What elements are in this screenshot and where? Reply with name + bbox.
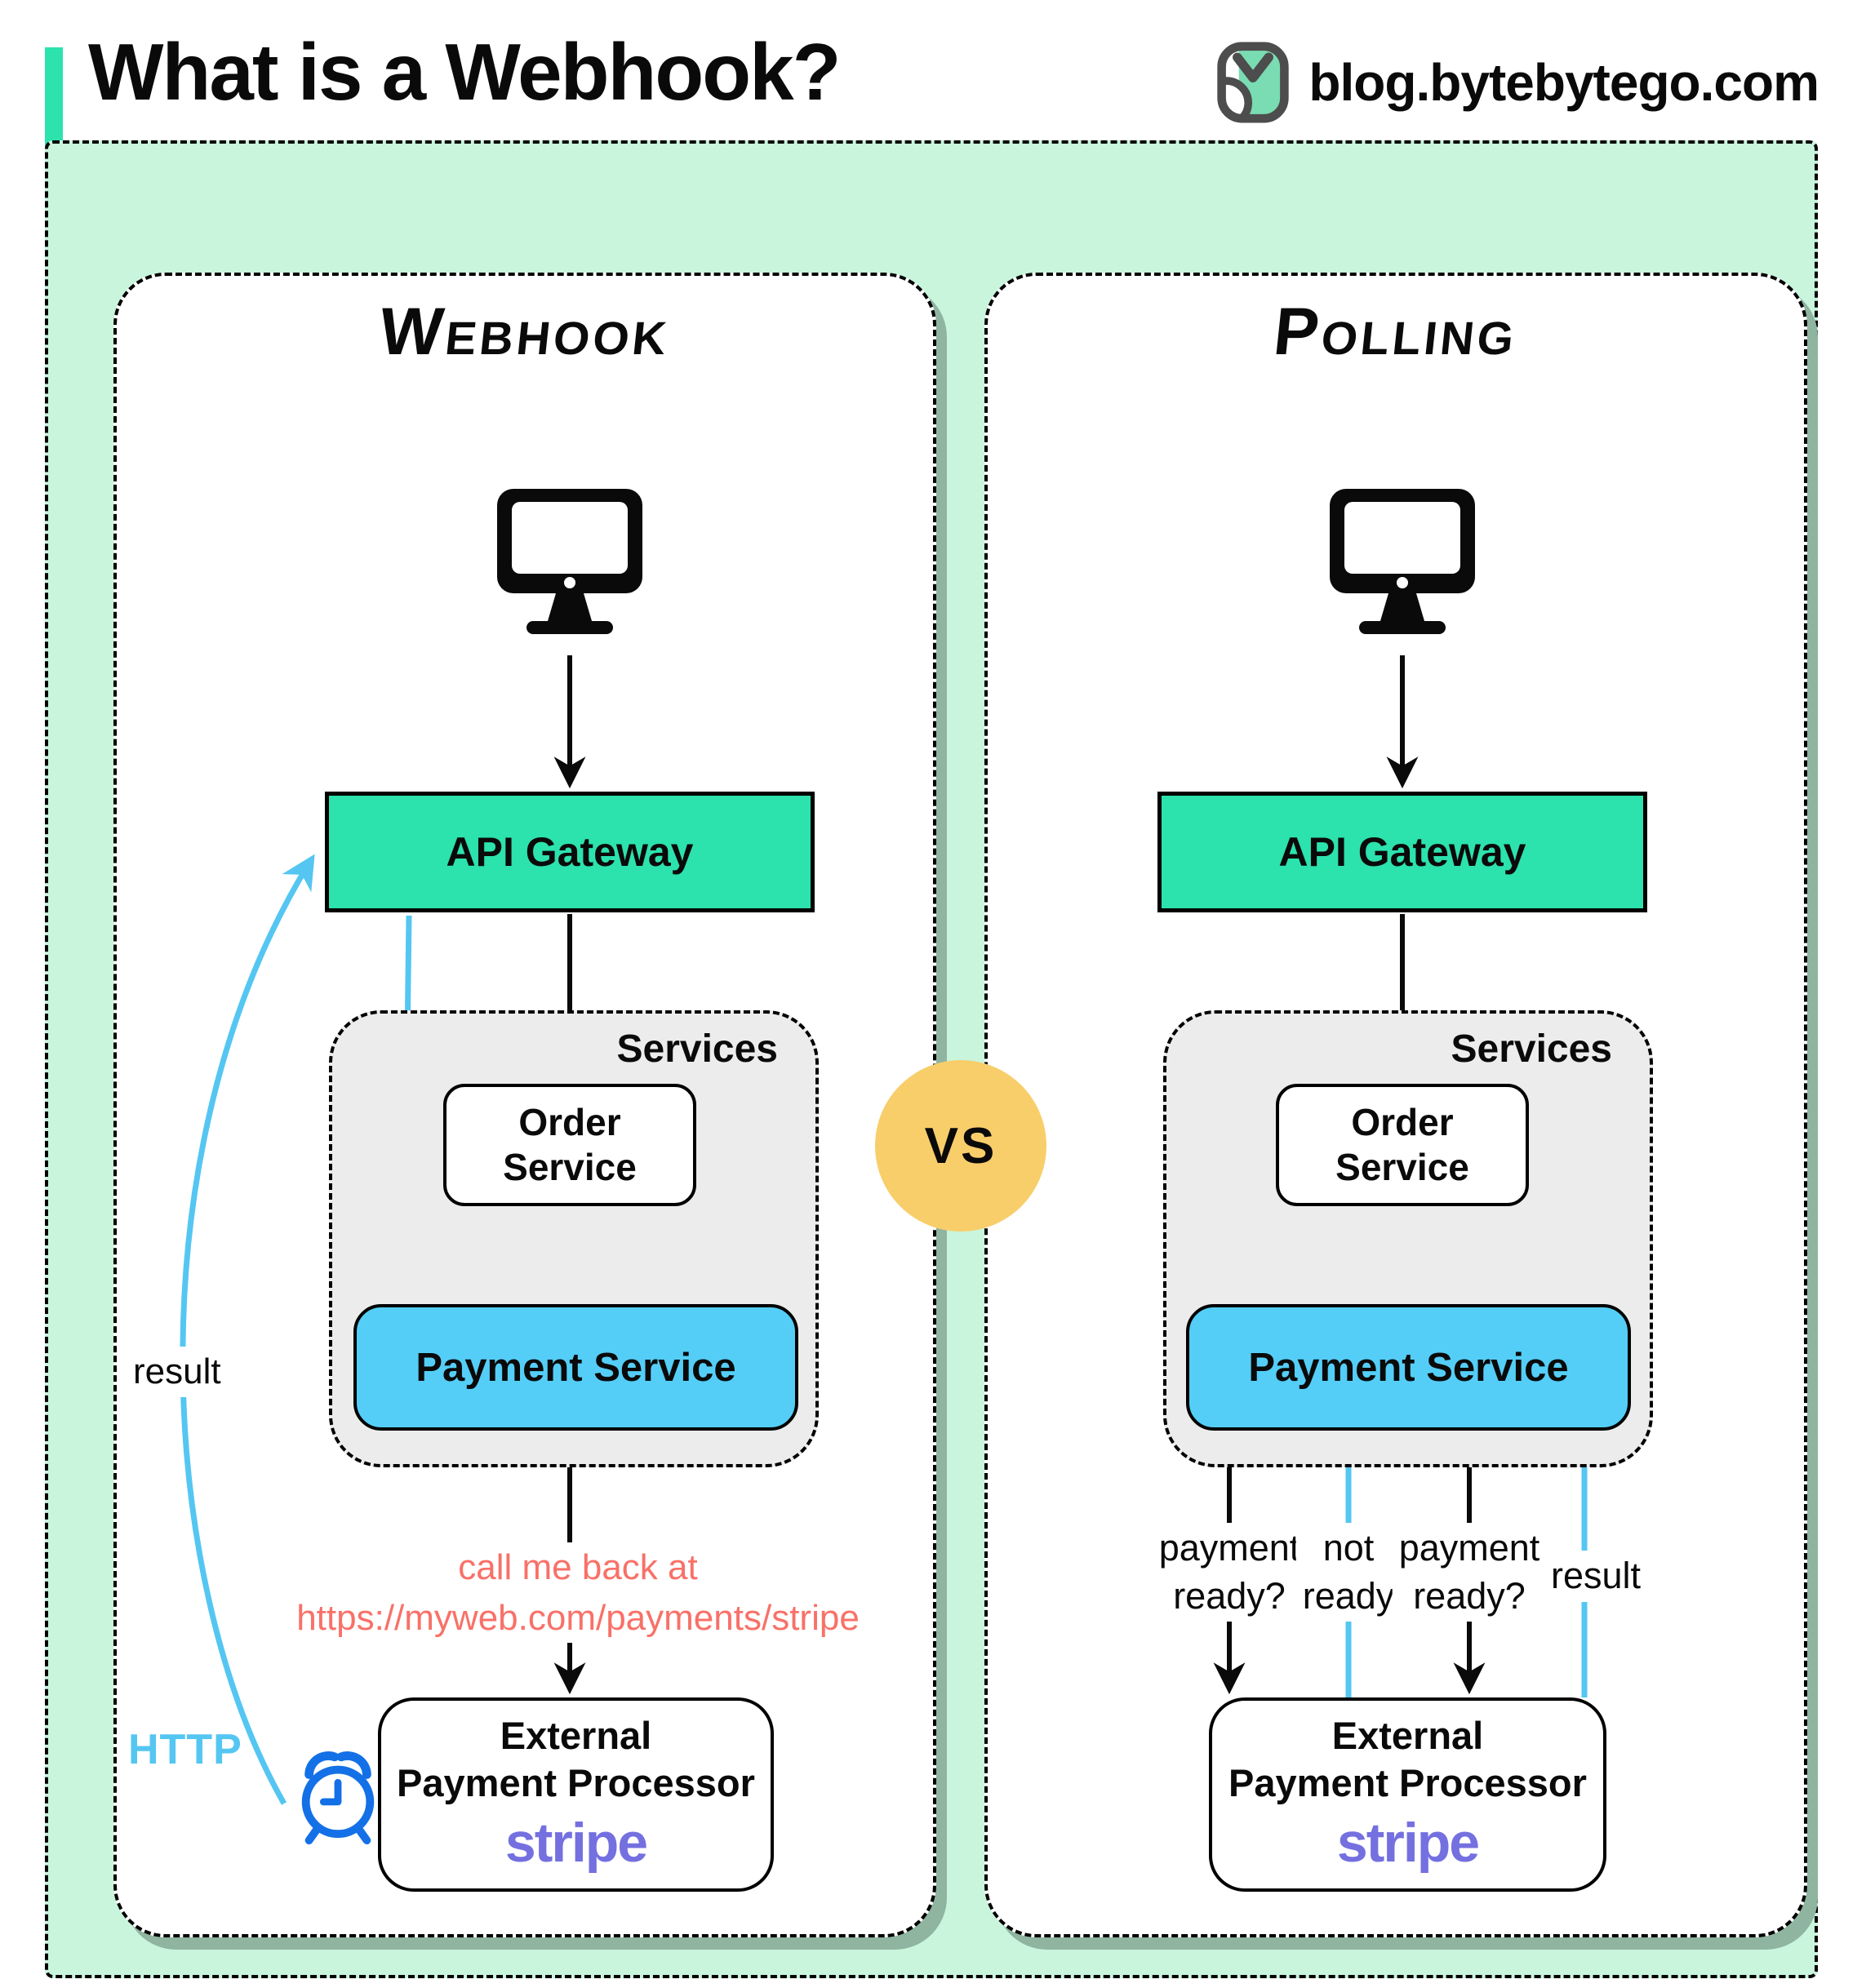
- vs-badge: VS: [875, 1060, 1046, 1231]
- panel-webhook: Webhook API Gatew: [113, 273, 936, 1937]
- external-line1: External: [1331, 1714, 1484, 1758]
- webhook-panel-title: Webhook: [375, 295, 674, 369]
- panel-polling: Polling AP: [984, 273, 1807, 1937]
- stripe-logo-text: stripe: [1336, 1811, 1480, 1874]
- external-line2: Payment Processor: [397, 1760, 755, 1804]
- label-line: payment: [1158, 1527, 1300, 1569]
- order-service-line1: Order: [1351, 1100, 1454, 1143]
- title-accent-bar: [45, 47, 63, 147]
- monitor-icon: [497, 489, 642, 634]
- callback-line1: call me back at: [458, 1547, 698, 1587]
- api-gateway-label: API Gateway: [446, 829, 694, 875]
- payment-service-label: Payment Service: [415, 1345, 736, 1390]
- diagram-board: Webhook API Gatew: [45, 140, 1818, 1978]
- order-service-node: Order Service: [443, 1084, 696, 1206]
- arrow-result-curve: [180, 854, 315, 1805]
- services-label: Services: [1451, 1027, 1612, 1071]
- order-service-line2: Service: [503, 1146, 637, 1188]
- services-label: Services: [616, 1027, 778, 1071]
- external-line2: Payment Processor: [1228, 1760, 1587, 1804]
- label-line: ready?: [1173, 1574, 1286, 1617]
- callback-url: https://myweb.com/payments/stripe: [296, 1597, 860, 1638]
- external-line1: External: [500, 1714, 652, 1758]
- api-gateway-node: API Gateway: [325, 792, 815, 912]
- payment-service-node: Payment Service: [353, 1304, 798, 1431]
- page-title: What is a Webhook?: [88, 27, 841, 117]
- callback-annotation: call me back at https://myweb.com/paymen…: [284, 1542, 872, 1644]
- alarm-clock-icon: [301, 1751, 375, 1844]
- label-not-ready: not ready: [1295, 1523, 1402, 1622]
- label-line: ready?: [1413, 1574, 1526, 1617]
- polling-panel-title: Polling: [1270, 295, 1522, 369]
- stripe-logo-text: stripe: [504, 1811, 648, 1874]
- order-service-line2: Service: [1335, 1146, 1469, 1188]
- label-line: not: [1322, 1527, 1375, 1569]
- bytebytego-logo-icon: [1217, 42, 1290, 123]
- label-line: ready: [1302, 1574, 1395, 1617]
- api-gateway-label: API Gateway: [1278, 829, 1526, 875]
- api-gateway-node: API Gateway: [1157, 792, 1647, 912]
- site-logo: blog.bytebytego.com: [1214, 41, 1819, 124]
- monitor-icon: [1330, 489, 1475, 634]
- external-processor-node: External Payment Processor stripe: [378, 1697, 774, 1892]
- order-service-line1: Order: [518, 1100, 621, 1143]
- external-processor-node: External Payment Processor stripe: [1209, 1697, 1606, 1892]
- logo-text: blog.bytebytego.com: [1308, 53, 1819, 112]
- result-label: result: [131, 1347, 223, 1397]
- http-label: HTTP: [128, 1726, 242, 1773]
- label-payment-ready-1: payment ready?: [1152, 1523, 1307, 1622]
- label-result: result: [1544, 1551, 1648, 1602]
- payment-service-label: Payment Service: [1248, 1345, 1569, 1390]
- order-service-node: Order Service: [1276, 1084, 1529, 1206]
- payment-service-node: Payment Service: [1186, 1304, 1631, 1431]
- label-payment-ready-2: payment ready?: [1392, 1523, 1547, 1622]
- label-line: payment: [1398, 1527, 1540, 1569]
